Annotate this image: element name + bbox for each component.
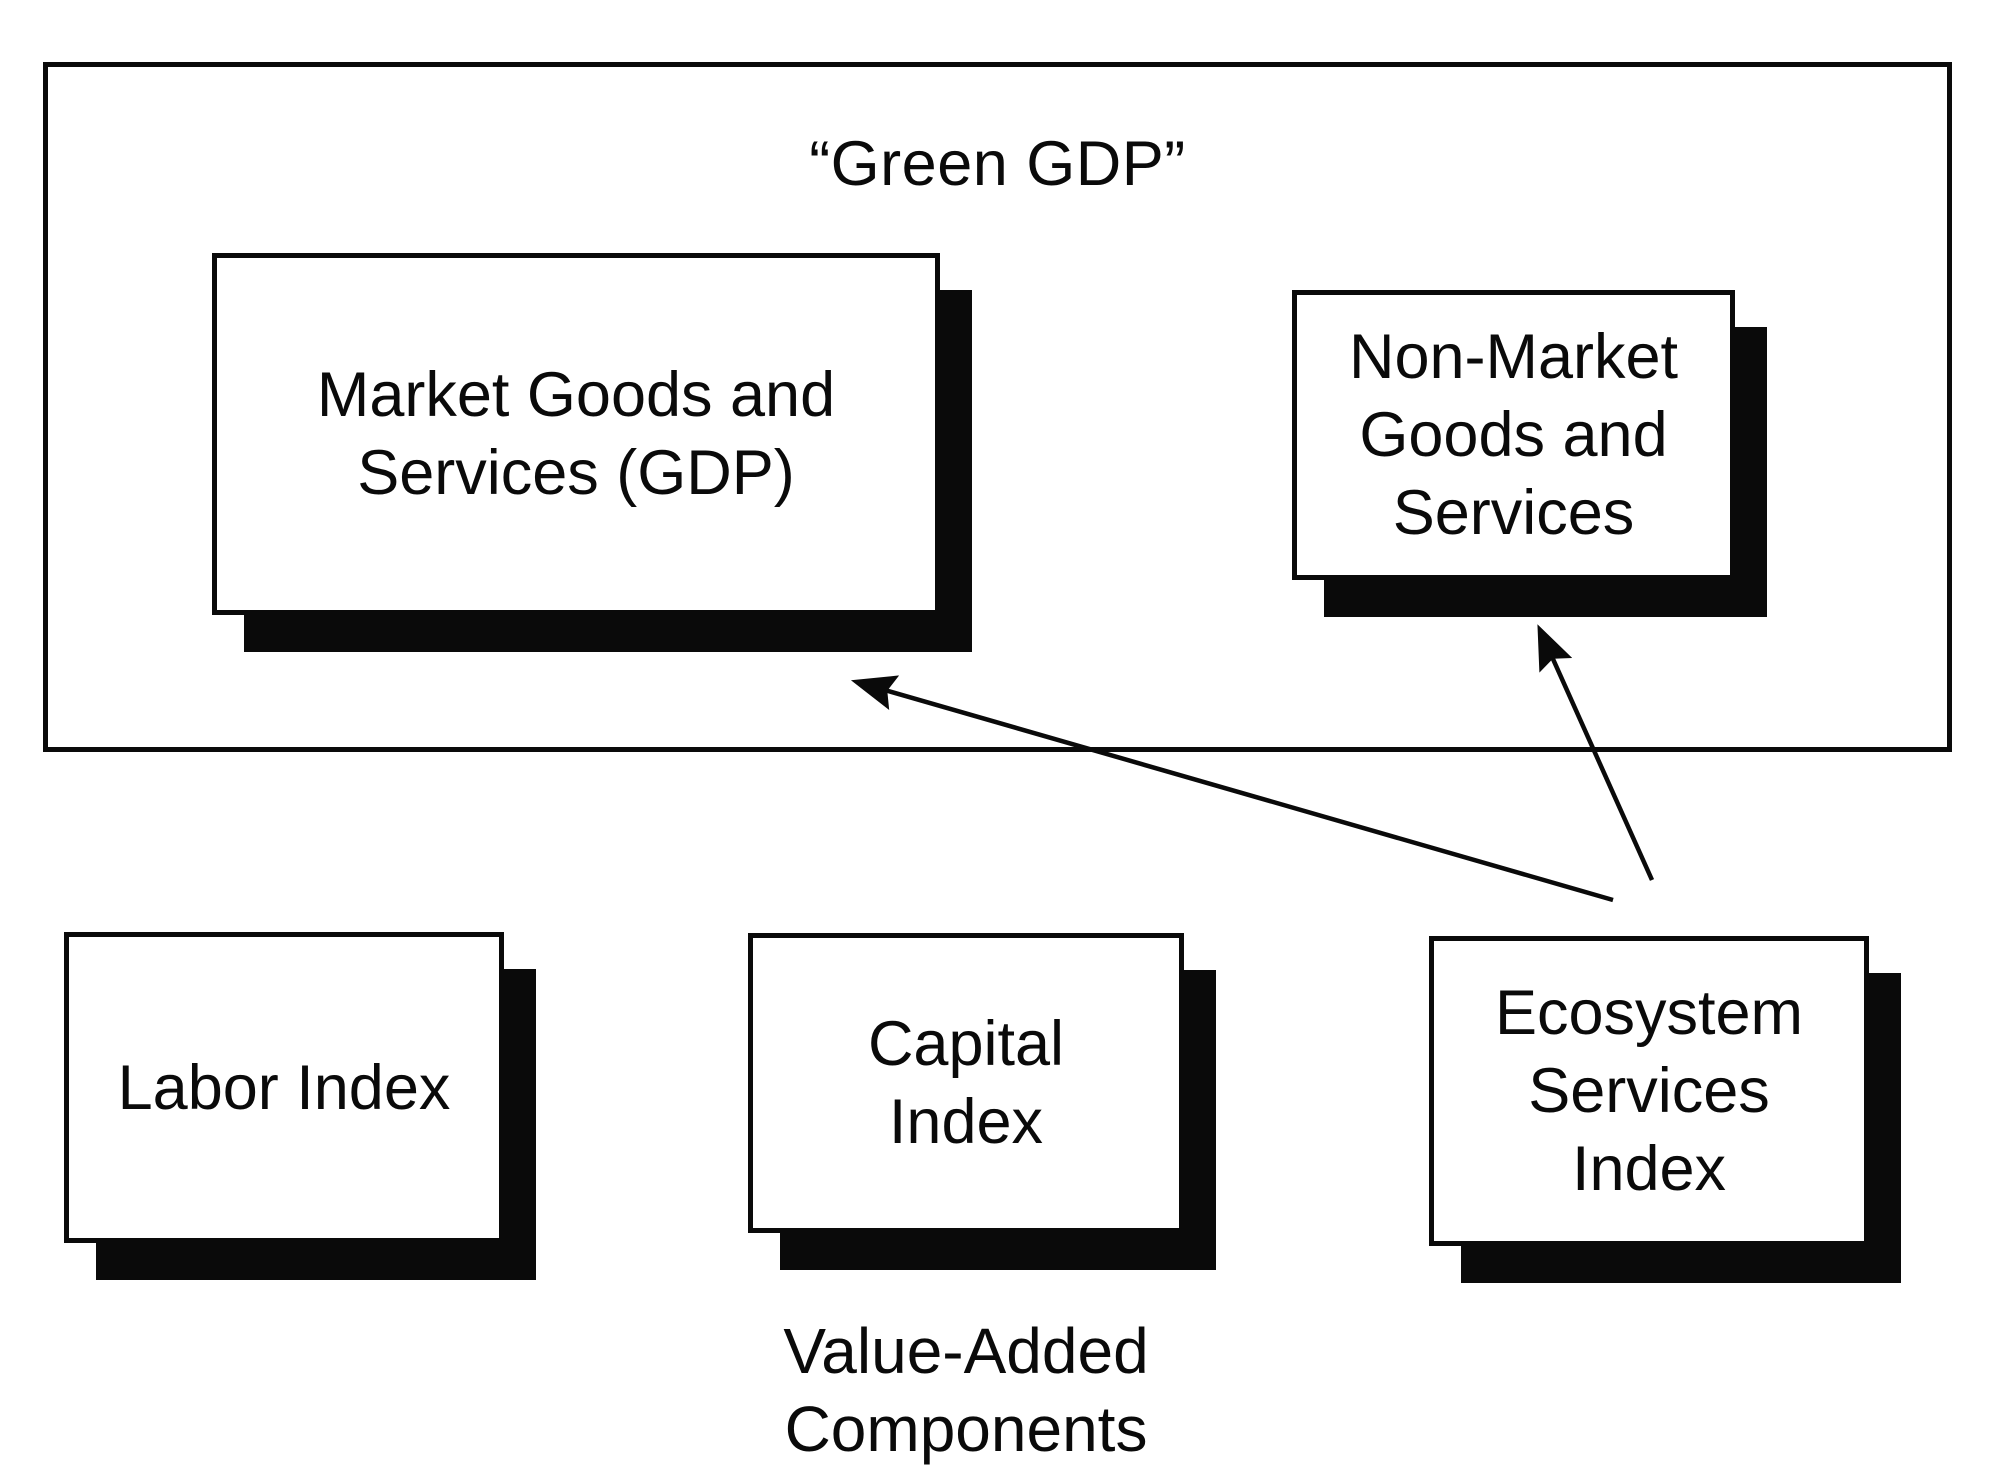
- value-added-components-caption: Value-Added Components: [646, 1312, 1286, 1468]
- green-gdp-boundary-box: “Green GDP” Market Goods and Services (G…: [43, 62, 1952, 752]
- box-label-line: Labor Index: [117, 1052, 451, 1123]
- box-market-goods-services-gdp: Market Goods and Services (GDP): [212, 253, 940, 615]
- box-label-line: Index: [888, 1087, 1044, 1157]
- caption-line: Components: [784, 1393, 1148, 1465]
- box-capital-index: Capital Index: [748, 933, 1184, 1233]
- box-label-line: Ecosystem: [1494, 978, 1804, 1048]
- box-label-line: Market Goods and: [316, 360, 836, 430]
- box-label-line: Non-Market: [1348, 322, 1679, 392]
- box-label: Non-Market Goods and Services: [1349, 318, 1678, 552]
- box-label: Ecosystem Services Index: [1495, 974, 1803, 1208]
- caption-line: Value-Added: [783, 1315, 1149, 1387]
- box-label-line: Services (GDP): [357, 438, 795, 508]
- box-labor-index: Labor Index: [64, 932, 504, 1243]
- box-label: Capital Index: [868, 1005, 1064, 1161]
- green-gdp-title: “Green GDP”: [809, 129, 1186, 199]
- box-non-market-goods-services: Non-Market Goods and Services: [1292, 290, 1735, 580]
- box-label: Market Goods and Services (GDP): [317, 356, 835, 512]
- box-label-line: Capital: [867, 1009, 1065, 1079]
- box-label-line: Index: [1571, 1134, 1727, 1204]
- box-label: Labor Index: [118, 1049, 451, 1127]
- box-ecosystem-services-index: Ecosystem Services Index: [1429, 936, 1869, 1246]
- box-label-line: Services: [1528, 1056, 1770, 1126]
- box-label-line: Goods and: [1359, 400, 1668, 470]
- box-label-line: Services: [1392, 478, 1635, 548]
